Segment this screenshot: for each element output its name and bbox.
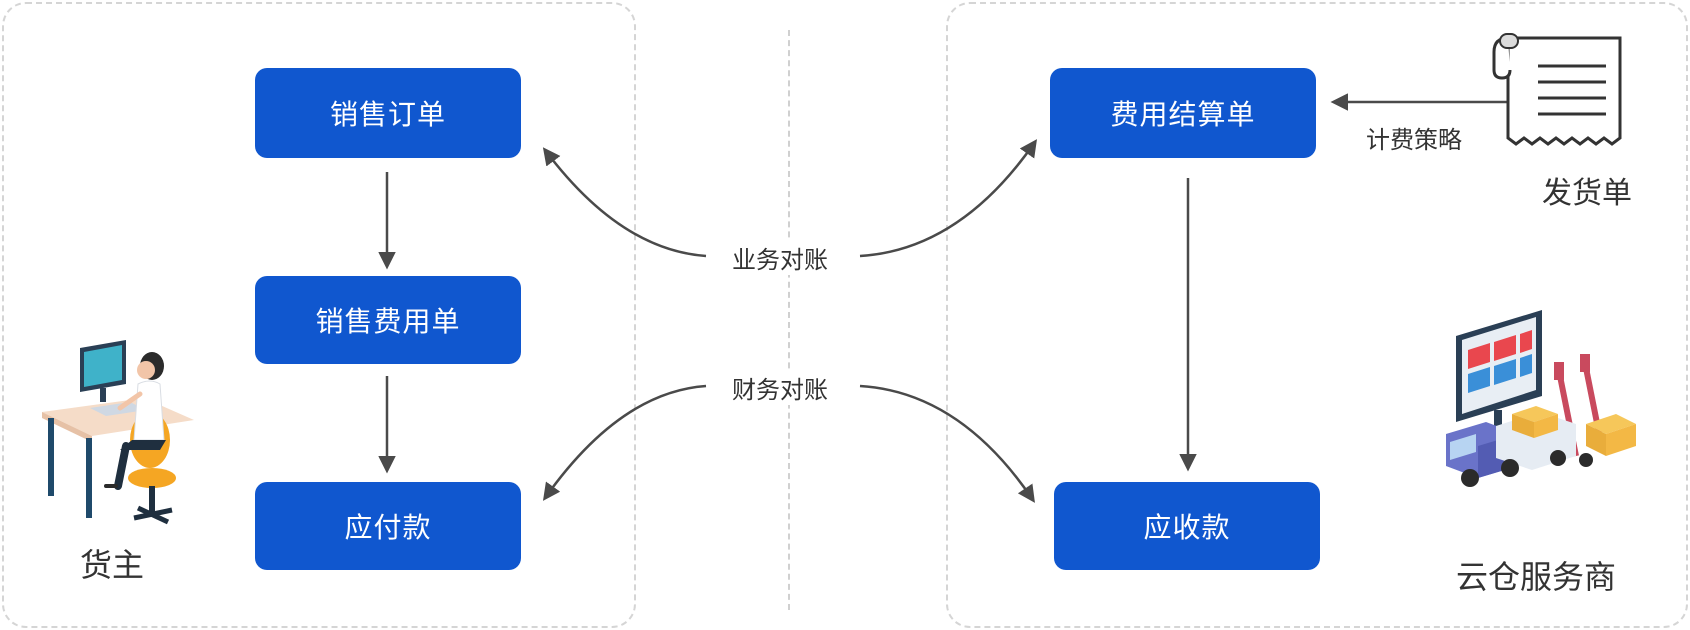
sales-expense-label: 销售费用单 [315, 305, 461, 338]
delivery-note-label: 发货单 [1542, 176, 1632, 211]
curve-business-left [542, 147, 707, 258]
curve-finance-right [859, 384, 1035, 503]
payable-box: 应付款 [255, 482, 521, 570]
cloud-provider-label: 云仓服务商 [1456, 558, 1617, 596]
cloud-warehouse-panel [946, 2, 1688, 628]
sales-expense-box: 销售费用单 [255, 276, 521, 364]
receivable-label: 应收款 [1143, 511, 1231, 544]
sales-order-label: 销售订单 [329, 98, 446, 131]
receipt-icon [1492, 33, 1622, 146]
owner-at-desk-icon [42, 340, 194, 525]
curve-finance-left [542, 384, 707, 501]
settlement-label: 费用结算单 [1110, 98, 1256, 131]
receivable-box: 应收款 [1054, 482, 1320, 570]
business-reconcile-label: 业务对账 [726, 240, 834, 275]
curve-business-right [859, 139, 1037, 258]
finance-reconcile-label: 财务对账 [726, 370, 834, 405]
billing-strategy-label: 计费策略 [1366, 126, 1462, 154]
warehouse-provider-icon [1446, 310, 1636, 487]
center-divider [788, 30, 790, 610]
owner-panel [2, 2, 636, 628]
owner-label: 货主 [80, 546, 145, 584]
payable-label: 应付款 [344, 511, 432, 544]
settlement-box: 费用结算单 [1050, 68, 1316, 158]
sales-order-box: 销售订单 [255, 68, 521, 158]
